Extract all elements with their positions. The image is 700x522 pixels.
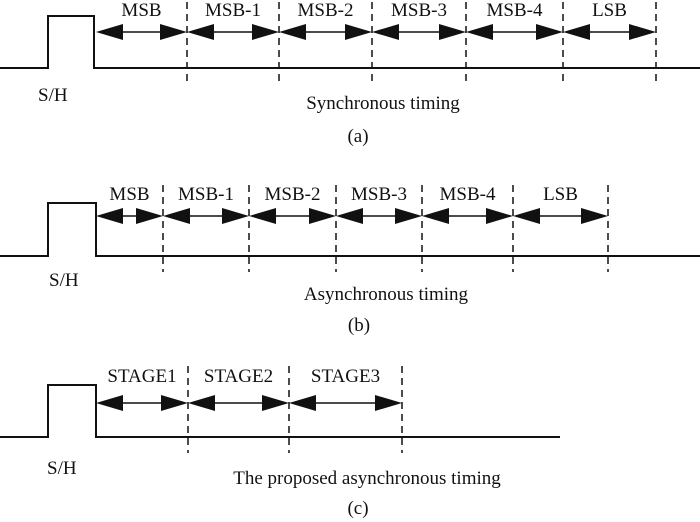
segment-label: MSB [121, 0, 161, 21]
segment-label: MSB [109, 184, 149, 205]
arrowhead-right [136, 208, 163, 224]
arrowhead-right [345, 24, 372, 40]
timing-segment: MSB-2 [249, 184, 336, 224]
panel-label: (a) [347, 126, 368, 147]
timing-segment: MSB [96, 184, 163, 224]
segment-label: STAGE1 [107, 366, 176, 387]
arrowhead-right [536, 24, 563, 40]
sample-hold-pulse [0, 15, 700, 69]
sample-hold-pulse [0, 202, 700, 257]
timing-segment: LSB [563, 0, 656, 40]
timing-segment: MSB [96, 0, 187, 40]
arrowhead-left [187, 24, 214, 40]
arrowhead-left [96, 24, 123, 40]
arrowhead-right [222, 208, 249, 224]
arrowhead-left [289, 395, 316, 411]
segment-label: MSB-3 [391, 0, 447, 21]
segment-label: MSB-4 [487, 0, 543, 21]
segment-label: LSB [592, 0, 627, 21]
arrowhead-left [513, 208, 540, 224]
panel-a: S/H Synchronous timing (a) MSB MSB-1 MSB-2… [0, 0, 700, 147]
segment-label: LSB [543, 184, 578, 205]
segment-label: STAGE3 [311, 366, 380, 387]
sample-hold-label: S/H [38, 85, 68, 106]
arrowhead-right [439, 24, 466, 40]
arrowhead-right [395, 208, 422, 224]
segment-label: STAGE2 [204, 366, 273, 387]
segment-label: MSB-2 [298, 0, 354, 21]
timing-segment: STAGE3 [289, 366, 402, 411]
arrowhead-left [163, 208, 190, 224]
arrowhead-right [309, 208, 336, 224]
arrowhead-left [422, 208, 449, 224]
timing-segment: MSB-2 [279, 0, 372, 40]
segment-label: MSB-1 [178, 184, 234, 205]
panel-caption: Synchronous timing [306, 93, 460, 114]
timing-segment: MSB-3 [372, 0, 466, 40]
panel-label: (b) [348, 315, 370, 336]
arrowhead-left [188, 395, 215, 411]
timing-segment: MSB-4 [466, 0, 563, 40]
arrowhead-right [160, 24, 187, 40]
timing-segment: MSB-1 [163, 184, 249, 224]
arrowhead-right [262, 395, 289, 411]
arrowhead-left [279, 24, 306, 40]
panel-b: S/H Asynchronous timing (b) MSB MSB-1 MSB-… [0, 184, 700, 336]
arrowhead-right [375, 395, 402, 411]
segment-label: MSB-1 [205, 0, 261, 21]
segment-label: MSB-2 [265, 184, 321, 205]
panel-caption: The proposed asynchronous timing [233, 468, 501, 489]
arrowhead-left [96, 395, 123, 411]
timing-segment: STAGE1 [96, 366, 188, 411]
timing-segment: MSB-4 [422, 184, 513, 224]
arrowhead-left [336, 208, 363, 224]
arrowhead-right [629, 24, 656, 40]
timing-segment: STAGE2 [188, 366, 289, 411]
arrowhead-right [252, 24, 279, 40]
timing-segment: MSB-3 [336, 184, 422, 224]
timing-segment: LSB [513, 184, 608, 224]
arrowhead-right [486, 208, 513, 224]
arrowhead-left [372, 24, 399, 40]
sample-hold-label: S/H [47, 458, 77, 479]
arrowhead-left [96, 208, 123, 224]
timing-segment: MSB-1 [187, 0, 279, 40]
sample-hold-pulse [0, 384, 560, 438]
arrowhead-left [563, 24, 590, 40]
panel-c: S/H The proposed asynchronous timing (c)… [0, 366, 560, 519]
arrowhead-left [249, 208, 276, 224]
segment-label: MSB-4 [440, 184, 496, 205]
arrowhead-right [161, 395, 188, 411]
panel-label: (c) [347, 498, 368, 519]
segment-label: MSB-3 [351, 184, 407, 205]
sample-hold-label: S/H [49, 270, 79, 291]
panel-caption: Asynchronous timing [304, 284, 469, 305]
arrowhead-right [581, 208, 608, 224]
arrowhead-left [466, 24, 493, 40]
